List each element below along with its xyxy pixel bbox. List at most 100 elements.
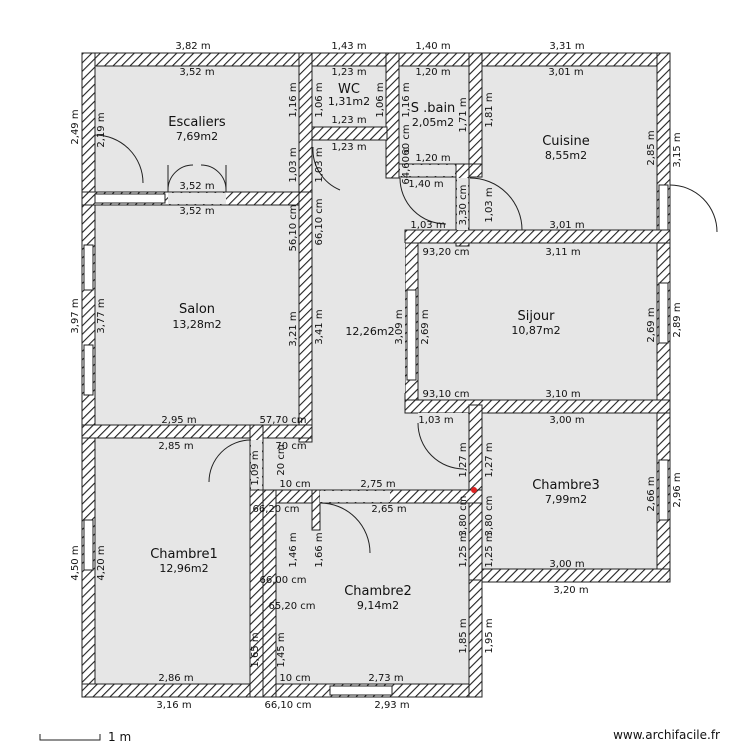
dim: 3,31 m xyxy=(549,41,584,52)
openings xyxy=(168,141,468,502)
wall-sijour-top xyxy=(404,229,671,244)
dim: 1,65 m xyxy=(250,632,261,667)
dim: 66,10 cm xyxy=(314,198,325,245)
dim: 1,06 m xyxy=(314,82,325,117)
door-swings xyxy=(94,134,718,554)
dim: 2,65 m xyxy=(371,504,406,515)
dim: 3,52 m xyxy=(179,181,214,192)
room-area-escaliers: 7,69m2 xyxy=(176,130,218,143)
dim: 3,16 m xyxy=(156,700,191,711)
window-sijour-left xyxy=(406,289,417,381)
dim: 66,20 cm xyxy=(252,504,299,515)
window-escaliers-bottom xyxy=(94,193,166,204)
dim: 1,23 m xyxy=(331,115,366,126)
dim: 1,03 m xyxy=(484,187,495,222)
dim: 2,69 m xyxy=(646,307,657,342)
opening-ch3 xyxy=(418,413,468,423)
wall-salon-right xyxy=(298,191,313,443)
dim: 2,96 m xyxy=(672,472,683,507)
room-area-salon: 13,28m2 xyxy=(172,318,221,331)
opening-ch1 xyxy=(251,440,262,489)
dim: 2,86 m xyxy=(158,673,193,684)
door-ext-cuisine xyxy=(669,184,718,233)
dim: 3,82 m xyxy=(175,41,210,52)
dim: 1,20 m xyxy=(415,153,450,164)
dim: 3,00 m xyxy=(549,559,584,570)
room-area-couloir: 12,26m2 xyxy=(345,325,394,338)
dim: 3,01 m xyxy=(548,67,583,78)
wall-salon-bottom xyxy=(81,424,313,439)
dim: 1,03 m xyxy=(314,147,325,182)
dim: 2,95 m xyxy=(161,415,196,426)
dim: 2,85 m xyxy=(646,130,657,165)
door-ch1-swing xyxy=(208,439,252,483)
dim: 1,43 m xyxy=(331,41,366,52)
window-sijour-right xyxy=(658,282,669,344)
room-area-wc: 1,31m2 xyxy=(328,95,370,108)
door-escaliers-left xyxy=(94,134,144,184)
room-name-chambre2: Chambre2 xyxy=(344,584,412,599)
dim: 1,85 m xyxy=(458,618,469,653)
dim: 3,97 m xyxy=(70,298,81,333)
dim: 3,09 m xyxy=(394,309,405,344)
dim: 66,00 cm xyxy=(259,575,306,586)
opening-corridor xyxy=(313,142,368,192)
room-name-sijour: Sijour xyxy=(517,309,555,324)
dim: 20 cm xyxy=(276,444,287,475)
wall-top xyxy=(81,52,671,67)
wall-ch2-left xyxy=(262,489,277,698)
room-name-salon: Salon xyxy=(179,302,215,317)
dim: 1,40 m xyxy=(408,179,443,190)
dim: 1,45 m xyxy=(276,632,287,667)
dim: 1,25 m xyxy=(458,532,469,567)
dim: 1,03 m xyxy=(418,415,453,426)
room-area-chambre1: 12,96m2 xyxy=(159,562,208,575)
dim: 70 cm xyxy=(275,441,306,452)
dim: 1,23 m xyxy=(331,142,366,153)
dim: 3,41 m xyxy=(314,309,325,344)
dim: 2,85 m xyxy=(158,441,193,452)
room-labels: Escaliers 7,69m2 WC 1,31m2 S .bain 2,05m… xyxy=(150,82,600,612)
dim: 2,73 m xyxy=(368,673,403,684)
dim: 3,52 m xyxy=(179,67,214,78)
dim: 1,95 m xyxy=(484,618,495,653)
dim: 4,20 m xyxy=(96,545,107,580)
dim: 4,50 m xyxy=(70,545,81,580)
watermark: www.archifacile.fr xyxy=(613,728,720,742)
wall-wc-bottom xyxy=(311,126,388,141)
window-salon-1 xyxy=(83,244,94,291)
room-name-cuisine: Cuisine xyxy=(542,134,590,149)
dim: 3,21 m xyxy=(288,311,299,346)
door-cuisine-swing xyxy=(469,177,523,231)
wall-ch3-bottom xyxy=(481,568,671,583)
room-area-chambre2: 9,14m2 xyxy=(357,599,399,612)
dim: 2,93 m xyxy=(374,700,409,711)
dim: 1,27 m xyxy=(484,442,495,477)
dim: 3,30 cm xyxy=(458,185,469,226)
window-ch2-bottom xyxy=(329,685,393,696)
door-ch3-swing xyxy=(417,422,465,470)
dim: 57,70 cm xyxy=(259,415,306,426)
dim: 10 cm xyxy=(279,673,310,684)
dim: 3,80 cm xyxy=(458,496,469,537)
dim: 60 cm xyxy=(401,124,412,155)
room-area-chambre3: 7,99m2 xyxy=(545,493,587,506)
opening-cuisine xyxy=(457,178,468,230)
dimension-labels-v: 2,49 m 2,19 m 1,16 m 1,06 m 1,06 m 1,16 … xyxy=(70,82,683,667)
dim: 65,20 cm xyxy=(268,601,315,612)
dim: 2,19 m xyxy=(96,112,107,147)
door-wc-swing xyxy=(312,146,341,191)
window-cuisine-door xyxy=(658,184,669,231)
room-name-chambre3: Chambre3 xyxy=(532,478,600,493)
dim: 1,09 m xyxy=(250,450,261,485)
opening-ch2 xyxy=(320,491,390,502)
dim: 1,27 m xyxy=(458,442,469,477)
dim: 3,20 m xyxy=(553,585,588,596)
dim: 1,06 m xyxy=(375,82,386,117)
dim: 1,46 m xyxy=(288,532,299,567)
room-name-escaliers: Escaliers xyxy=(168,115,226,130)
wall-wc-right xyxy=(385,52,400,179)
dim: 10 cm xyxy=(279,479,310,490)
scale-label: 1 m xyxy=(108,730,131,744)
